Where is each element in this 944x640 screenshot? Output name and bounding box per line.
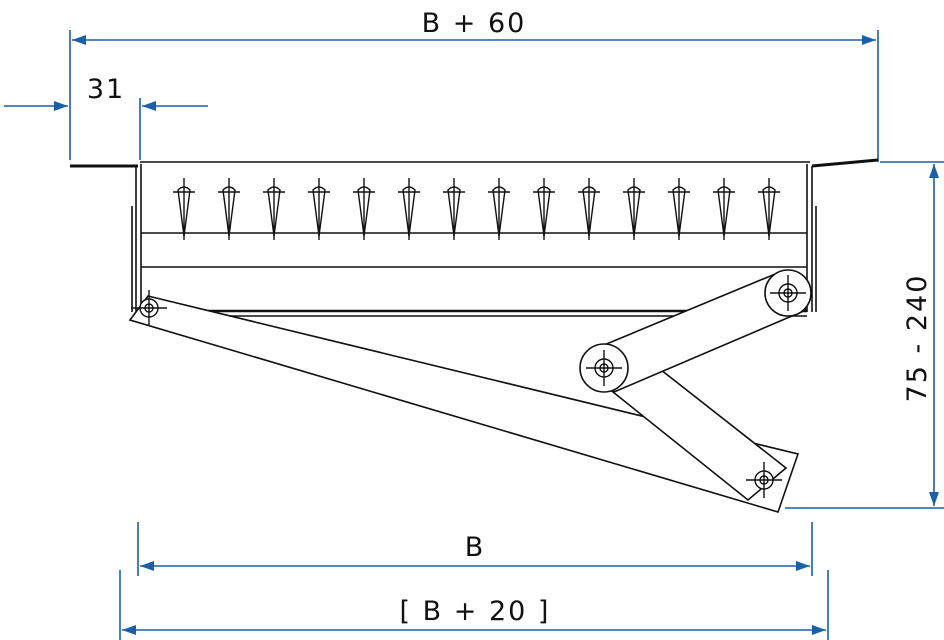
blade <box>263 178 285 240</box>
blade <box>713 178 735 240</box>
blade <box>533 178 555 240</box>
blade <box>443 178 465 240</box>
blade <box>758 178 780 240</box>
dimension-opening-width <box>137 522 813 576</box>
pivot <box>770 275 806 311</box>
blade <box>668 178 690 240</box>
pivot <box>131 290 167 326</box>
lever-upper-arm <box>579 269 812 394</box>
pivot <box>586 350 622 386</box>
blade <box>173 178 195 240</box>
pivot-points <box>131 275 806 498</box>
blade <box>398 178 420 240</box>
dimension-reference-width <box>119 570 829 640</box>
reference-width-label: [ B + 20 ] <box>400 596 551 627</box>
overall-width-label: B + 60 <box>422 8 527 39</box>
dimension-overall-width <box>69 30 879 162</box>
blade <box>578 178 600 240</box>
pivot <box>746 462 782 498</box>
flange-label: 31 <box>87 74 125 105</box>
blade <box>623 178 645 240</box>
height-range-label: 75 - 240 <box>902 274 933 403</box>
blade <box>488 178 510 240</box>
blade <box>353 178 375 240</box>
blade-row <box>173 178 780 240</box>
blade <box>218 178 240 240</box>
opening-width-label: B <box>465 532 486 563</box>
dimension-height <box>785 161 944 509</box>
blade <box>308 178 330 240</box>
dimension-flange <box>4 98 208 160</box>
